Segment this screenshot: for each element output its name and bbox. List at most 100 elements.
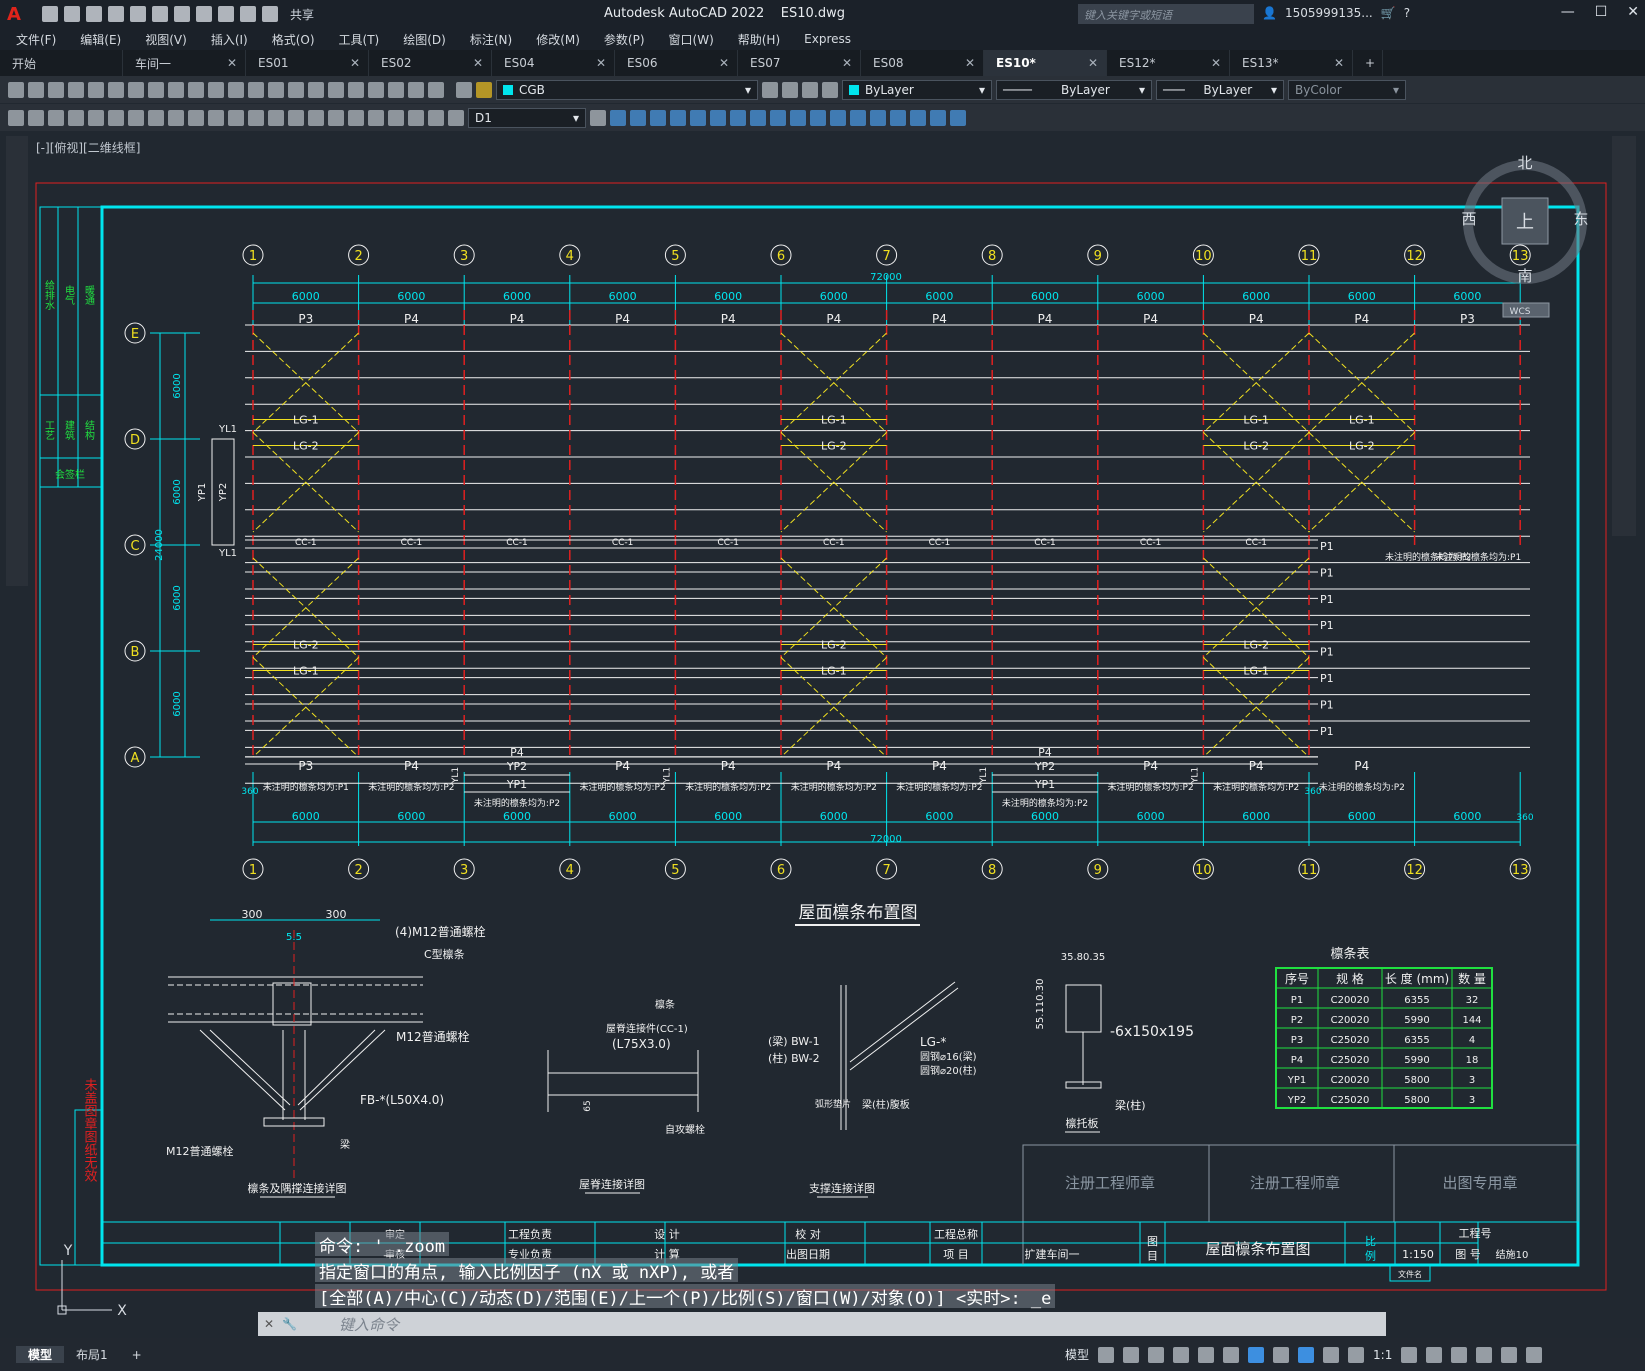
dim-space-icon[interactable] <box>288 109 304 126</box>
tab-close-icon[interactable]: ✕ <box>718 56 729 70</box>
undo-icon[interactable] <box>218 6 234 22</box>
file-tab-2[interactable]: ES01✕ <box>246 50 369 76</box>
user-area[interactable]: 👤 1505999135... 🛒 ? <box>1262 6 1410 20</box>
user-icon[interactable]: 👤 <box>1262 6 1277 20</box>
dim-edit-icon[interactable] <box>408 109 424 126</box>
jogged-linear-icon[interactable] <box>388 109 404 126</box>
modify-icon-1[interactable] <box>610 109 626 126</box>
units-icon[interactable] <box>1451 1346 1468 1363</box>
grid-icon[interactable] <box>1098 1346 1115 1363</box>
tool-palette-icon[interactable] <box>348 81 364 98</box>
menu-item-2[interactable]: 视图(V) <box>145 32 187 47</box>
tab-close-icon[interactable]: ✕ <box>1210 56 1221 70</box>
gear-icon[interactable] <box>1401 1346 1418 1363</box>
dim-update-icon[interactable] <box>448 109 464 126</box>
menu-item-11[interactable]: 帮助(H) <box>737 32 781 47</box>
annotation-scale-icon[interactable] <box>1348 1346 1365 1363</box>
modify-icon-3[interactable] <box>650 109 666 126</box>
menu-item-6[interactable]: 绘图(D) <box>403 32 446 47</box>
new-tab-icon[interactable]: + <box>1353 50 1383 76</box>
modify-icon-6[interactable] <box>710 109 726 126</box>
ortho-icon[interactable] <box>1148 1346 1165 1363</box>
pan-icon[interactable] <box>268 81 284 98</box>
lineweight-icon[interactable] <box>1273 1346 1290 1363</box>
draw-toolbar[interactable] <box>6 136 28 586</box>
tab-close-icon[interactable]: ✕ <box>1333 56 1344 70</box>
file-tab-5[interactable]: ES06✕ <box>615 50 738 76</box>
user-name[interactable]: 1505999135... <box>1284 6 1373 20</box>
preview-icon[interactable] <box>88 81 104 98</box>
open-file-icon[interactable] <box>64 6 80 22</box>
file-tab-0[interactable]: 开始 <box>0 50 123 76</box>
file-tab-6[interactable]: ES07✕ <box>738 50 861 76</box>
publish-icon[interactable] <box>108 81 124 98</box>
menu-item-10[interactable]: 窗口(W) <box>668 32 714 47</box>
save-as-icon[interactable] <box>108 6 124 22</box>
tool-icon-2[interactable] <box>28 109 44 126</box>
plotstyle-select[interactable]: ByColor▾ <box>1288 79 1406 100</box>
menu-item-5[interactable]: 工具(T) <box>338 32 380 47</box>
viewport-label[interactable]: [-][俯视][二维线框] <box>36 141 141 155</box>
jogged-dim-icon[interactable] <box>168 109 184 126</box>
modify-icon-17[interactable] <box>930 109 946 126</box>
cart-icon[interactable]: 🛒 <box>1380 6 1396 20</box>
modify-icon-11[interactable] <box>810 109 826 126</box>
quick-props-icon[interactable] <box>1476 1346 1493 1363</box>
osnap-icon[interactable] <box>1248 1346 1265 1363</box>
clean-screen-icon[interactable] <box>1501 1346 1518 1363</box>
add-layout-icon[interactable]: + <box>131 1347 142 1362</box>
matchprop-icon[interactable] <box>208 81 224 98</box>
quick-dim-icon[interactable] <box>228 109 244 126</box>
share-button[interactable]: 共享 <box>290 7 315 22</box>
annotation-scale[interactable]: 1:1 <box>1373 1347 1393 1362</box>
file-tab-4[interactable]: ES04✕ <box>492 50 615 76</box>
help-icon[interactable]: ? <box>1403 6 1411 20</box>
dim-break-icon[interactable] <box>308 109 324 126</box>
modify-icon-10[interactable] <box>790 109 806 126</box>
modify-icon-18[interactable] <box>950 109 966 126</box>
modify-icon-9[interactable] <box>770 109 786 126</box>
autoscale-icon[interactable] <box>1323 1346 1340 1363</box>
tab-close-icon[interactable]: ✕ <box>349 56 360 70</box>
tab-close-icon[interactable]: ✕ <box>964 56 975 70</box>
tolerance-icon[interactable] <box>328 109 344 126</box>
redo-icon[interactable] <box>240 6 256 22</box>
modify-icon-4[interactable] <box>670 109 686 126</box>
modify-icon-16[interactable] <box>910 109 926 126</box>
layer-off-icon[interactable] <box>822 81 838 98</box>
markup-icon[interactable] <box>388 81 404 98</box>
calculator-icon[interactable] <box>408 81 424 98</box>
command-close-icon[interactable]: ✕ <box>264 1317 275 1331</box>
tool-icon-1[interactable] <box>8 109 24 126</box>
share-icon[interactable] <box>262 6 278 22</box>
file-tab-1[interactable]: 车间一✕ <box>123 50 246 76</box>
sheet-set-icon[interactable] <box>368 81 384 98</box>
file-tab-7[interactable]: ES08✕ <box>861 50 984 76</box>
menu-item-0[interactable]: 文件(F) <box>16 32 57 47</box>
aligned-dim-icon[interactable] <box>88 109 104 126</box>
menu-item-3[interactable]: 插入(I) <box>210 32 248 47</box>
inspect-icon[interactable] <box>368 109 384 126</box>
color-select[interactable]: ByLayer▾ <box>842 79 992 100</box>
save-all-icon[interactable] <box>130 6 146 22</box>
modify-icon-7[interactable] <box>730 109 746 126</box>
paste-icon[interactable] <box>188 81 204 98</box>
layer-manager-icon[interactable] <box>456 81 472 98</box>
layer-previous-icon[interactable] <box>782 81 798 98</box>
close-icon[interactable]: ✕ <box>1627 4 1639 20</box>
ordinate-dim-icon[interactable] <box>128 109 144 126</box>
menu-item-8[interactable]: 修改(M) <box>536 32 580 47</box>
plot-preview-icon[interactable] <box>196 6 212 22</box>
new-file-icon[interactable] <box>42 6 58 22</box>
command-customize-icon[interactable]: 🔧 <box>282 1317 298 1331</box>
layer-iso-icon[interactable] <box>802 81 818 98</box>
otrack-icon[interactable] <box>1223 1346 1240 1363</box>
command-input[interactable]: 键入命令 <box>339 1315 400 1334</box>
linear-dim-icon[interactable] <box>68 109 84 126</box>
publish-icon[interactable] <box>152 6 168 22</box>
print-icon[interactable] <box>174 6 190 22</box>
lineweight-select[interactable]: ───ByLayer▾ <box>1156 79 1284 100</box>
model-space-button[interactable]: 模型 <box>1065 1348 1090 1362</box>
modify-icon-8[interactable] <box>750 109 766 126</box>
